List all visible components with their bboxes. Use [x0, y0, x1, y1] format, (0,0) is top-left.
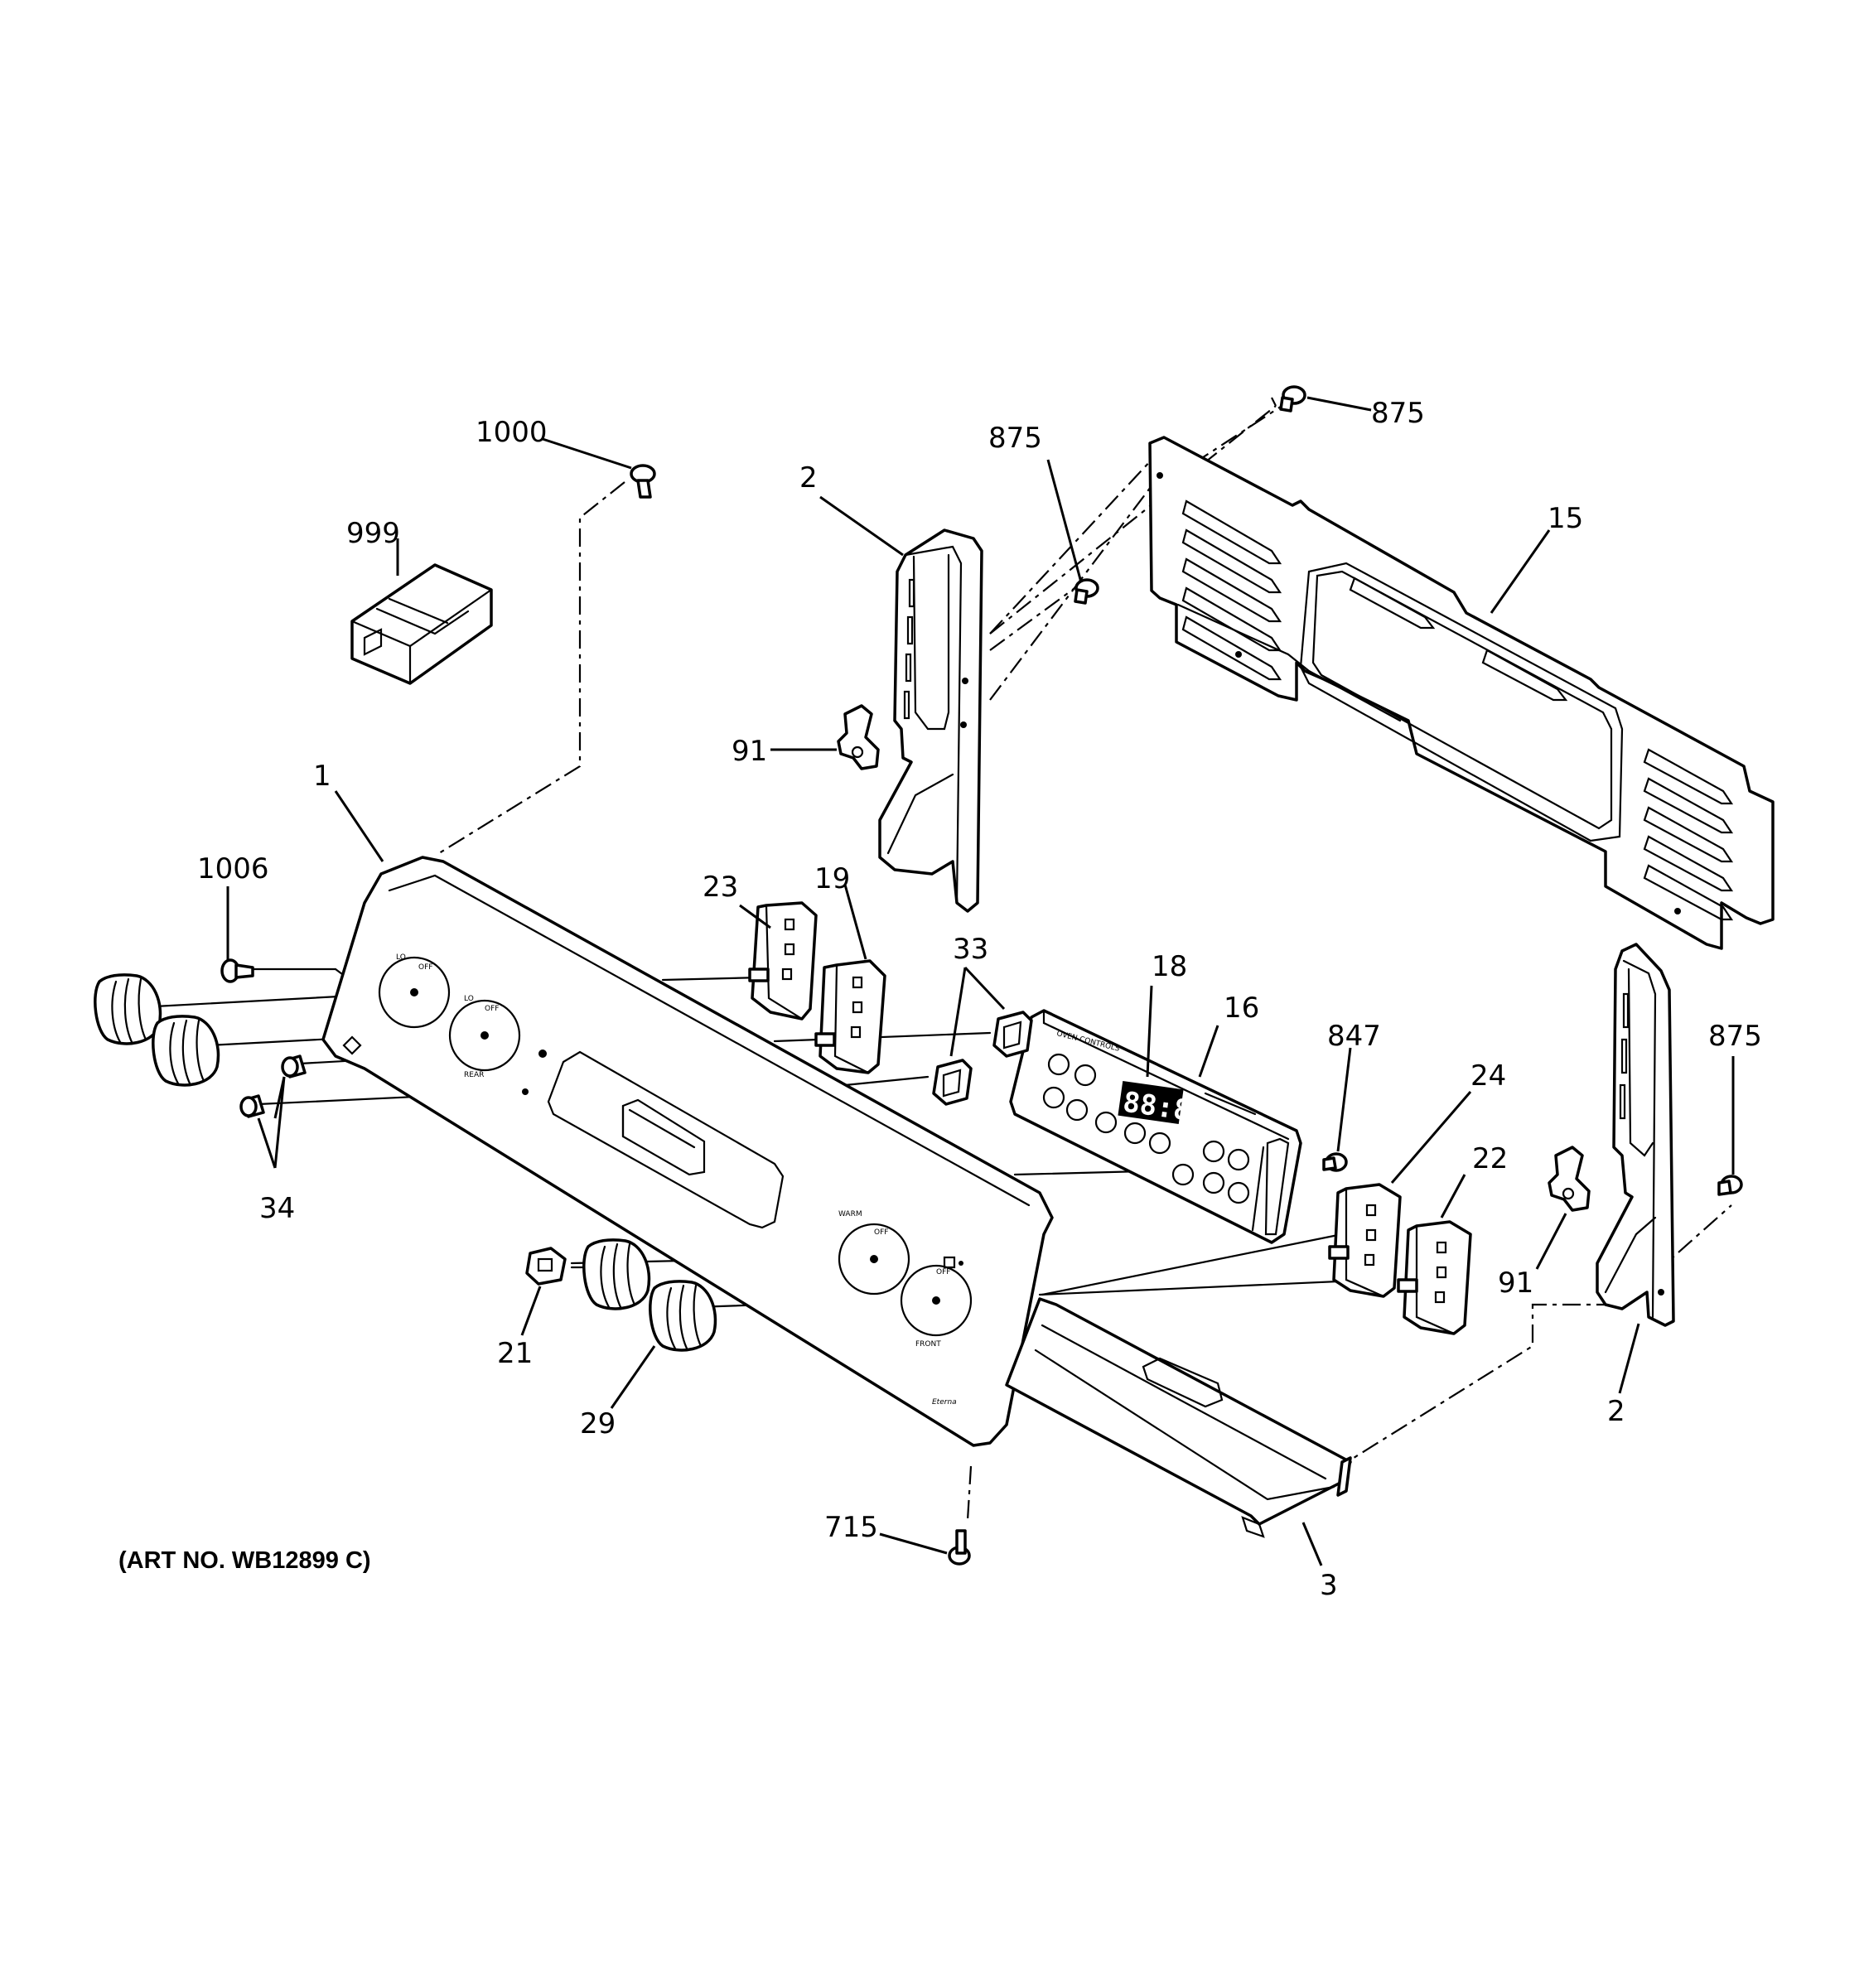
- callout-1006: 1006: [197, 852, 269, 885]
- callout-24: 24: [1470, 1059, 1506, 1093]
- dial-face-right-front: OFF FRONT: [900, 1264, 973, 1349]
- side-bracket-part-2-left: [878, 528, 983, 913]
- side-bracket-part-2-right: [1596, 943, 1675, 1327]
- rocker-switch-part-33-upper: [992, 1011, 1033, 1058]
- callout-1000: 1000: [476, 416, 548, 449]
- callout-875-top: 875: [988, 422, 1042, 455]
- svg-text:Eterna: Eterna: [932, 1398, 957, 1407]
- vent-slots-right: [1643, 748, 1734, 921]
- knob-left-rear: [94, 973, 162, 1045]
- vent-slots-left: [1181, 499, 1282, 681]
- lower-trim-part-3: [1005, 1297, 1352, 1538]
- screw-part-847: [1322, 1152, 1348, 1172]
- callout-18: 18: [1152, 950, 1187, 983]
- callout-15: 15: [1548, 502, 1583, 535]
- screw-part-715: [948, 1529, 971, 1566]
- indicator-light-part-21: [525, 1247, 567, 1286]
- lens-part-34-lower: [239, 1094, 265, 1118]
- infinite-switch-part-22: [1397, 1220, 1472, 1335]
- control-board-part-16: 88:88 OVEN CONTROLS: [1009, 1009, 1302, 1244]
- callout-847: 847: [1327, 1020, 1381, 1053]
- callout-leaders: [226, 396, 1735, 1566]
- callout-29: 29: [580, 1407, 616, 1440]
- callout-19: 19: [814, 862, 850, 895]
- svg-text:LO: LO: [396, 953, 406, 962]
- screw-part-875-far: [1717, 1175, 1743, 1196]
- callout-22: 22: [1472, 1142, 1508, 1175]
- callout-2-top: 2: [799, 461, 818, 495]
- knob-right-upper: [582, 1238, 651, 1310]
- dial-face-left-rear: LO OFF: [378, 953, 451, 1029]
- callout-numbers: 1000 999 2 875 875 15 91 1 1006 23 19 33…: [197, 397, 1762, 1602]
- lens-part-34-upper: [281, 1054, 307, 1078]
- screw-part-1000: [630, 464, 656, 499]
- dial-face-right-warm: WARM OFF: [838, 1210, 910, 1296]
- callout-34: 34: [259, 1192, 295, 1225]
- callout-1: 1: [313, 760, 331, 793]
- screw-part-1006: [220, 958, 254, 983]
- infinite-switch-part-23: [748, 901, 818, 1021]
- rocker-switch-part-33-lower: [932, 1059, 973, 1106]
- callout-3: 3: [1320, 1569, 1338, 1602]
- infinite-switch-part-19: [814, 959, 886, 1074]
- callout-91-right: 91: [1498, 1267, 1533, 1300]
- art-number: (ART NO. WB12899 C): [118, 1547, 371, 1574]
- control-panel-part-1: LO OFF LO OFF REAR WARM OFF OFF FRONT Et…: [321, 856, 1054, 1447]
- callout-16: 16: [1224, 992, 1259, 1025]
- knob-right-lower: [649, 1280, 717, 1352]
- callout-21: 21: [497, 1337, 533, 1370]
- knob-left-front: [152, 1015, 220, 1087]
- svg-text:OFF: OFF: [485, 1005, 499, 1013]
- screw-part-875-top: [1074, 578, 1099, 605]
- dial-face-left-front: LO OFF REAR: [448, 995, 521, 1079]
- clip-part-91-left: [837, 704, 880, 770]
- rear-shield-part-15: [1148, 436, 1775, 950]
- svg-text:WARM: WARM: [838, 1210, 862, 1218]
- svg-text:OFF: OFF: [874, 1228, 888, 1237]
- callout-875-far: 875: [1708, 1020, 1762, 1053]
- callout-91-left: 91: [732, 735, 767, 768]
- svg-text:REAR: REAR: [464, 1071, 484, 1079]
- callout-999: 999: [346, 517, 400, 550]
- callout-23: 23: [703, 871, 738, 904]
- svg-text:OFF: OFF: [418, 963, 432, 972]
- callout-715: 715: [824, 1511, 878, 1544]
- callout-875-right: 875: [1371, 397, 1425, 430]
- svg-text:FRONT: FRONT: [915, 1340, 941, 1349]
- svg-text:OFF: OFF: [936, 1268, 950, 1276]
- callout-2-bottom: 2: [1607, 1395, 1625, 1428]
- infinite-switch-part-24: [1328, 1183, 1402, 1298]
- clip-part-91-right: [1548, 1146, 1591, 1212]
- literature-box-part-999: [350, 563, 493, 685]
- screw-part-875-right: [1279, 385, 1306, 413]
- callout-33: 33: [953, 933, 988, 966]
- svg-text:LO: LO: [464, 995, 474, 1003]
